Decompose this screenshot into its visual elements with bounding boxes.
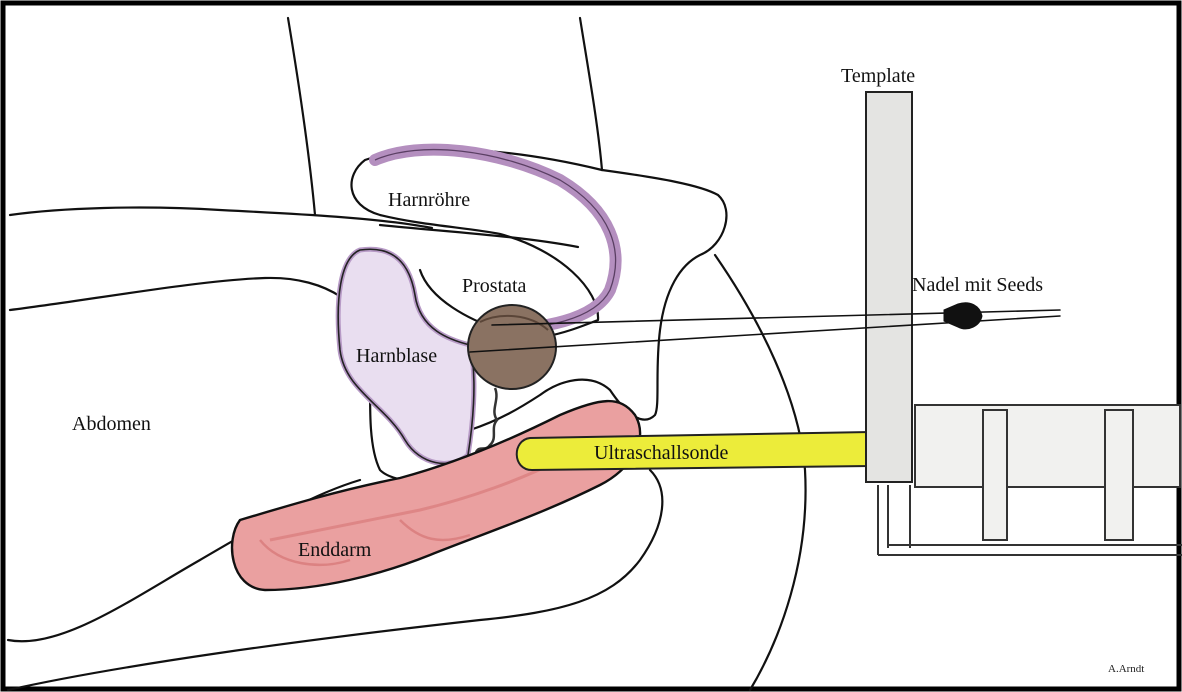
author-signature: A.Arndt (1108, 663, 1144, 675)
label-abdomen: Abdomen (72, 413, 151, 435)
label-harnroehre: Harnröhre (388, 189, 470, 211)
frame-border (3, 3, 1179, 689)
label-template: Template (841, 65, 915, 87)
label-prostata: Prostata (462, 275, 527, 297)
label-ultraschallsonde: Ultraschallsonde (594, 442, 729, 464)
template-plate (866, 92, 912, 482)
label-enddarm: Enddarm (298, 539, 372, 561)
label-nadel: Nadel mit Seeds (912, 274, 1043, 296)
label-harnblase: Harnblase (356, 345, 437, 367)
